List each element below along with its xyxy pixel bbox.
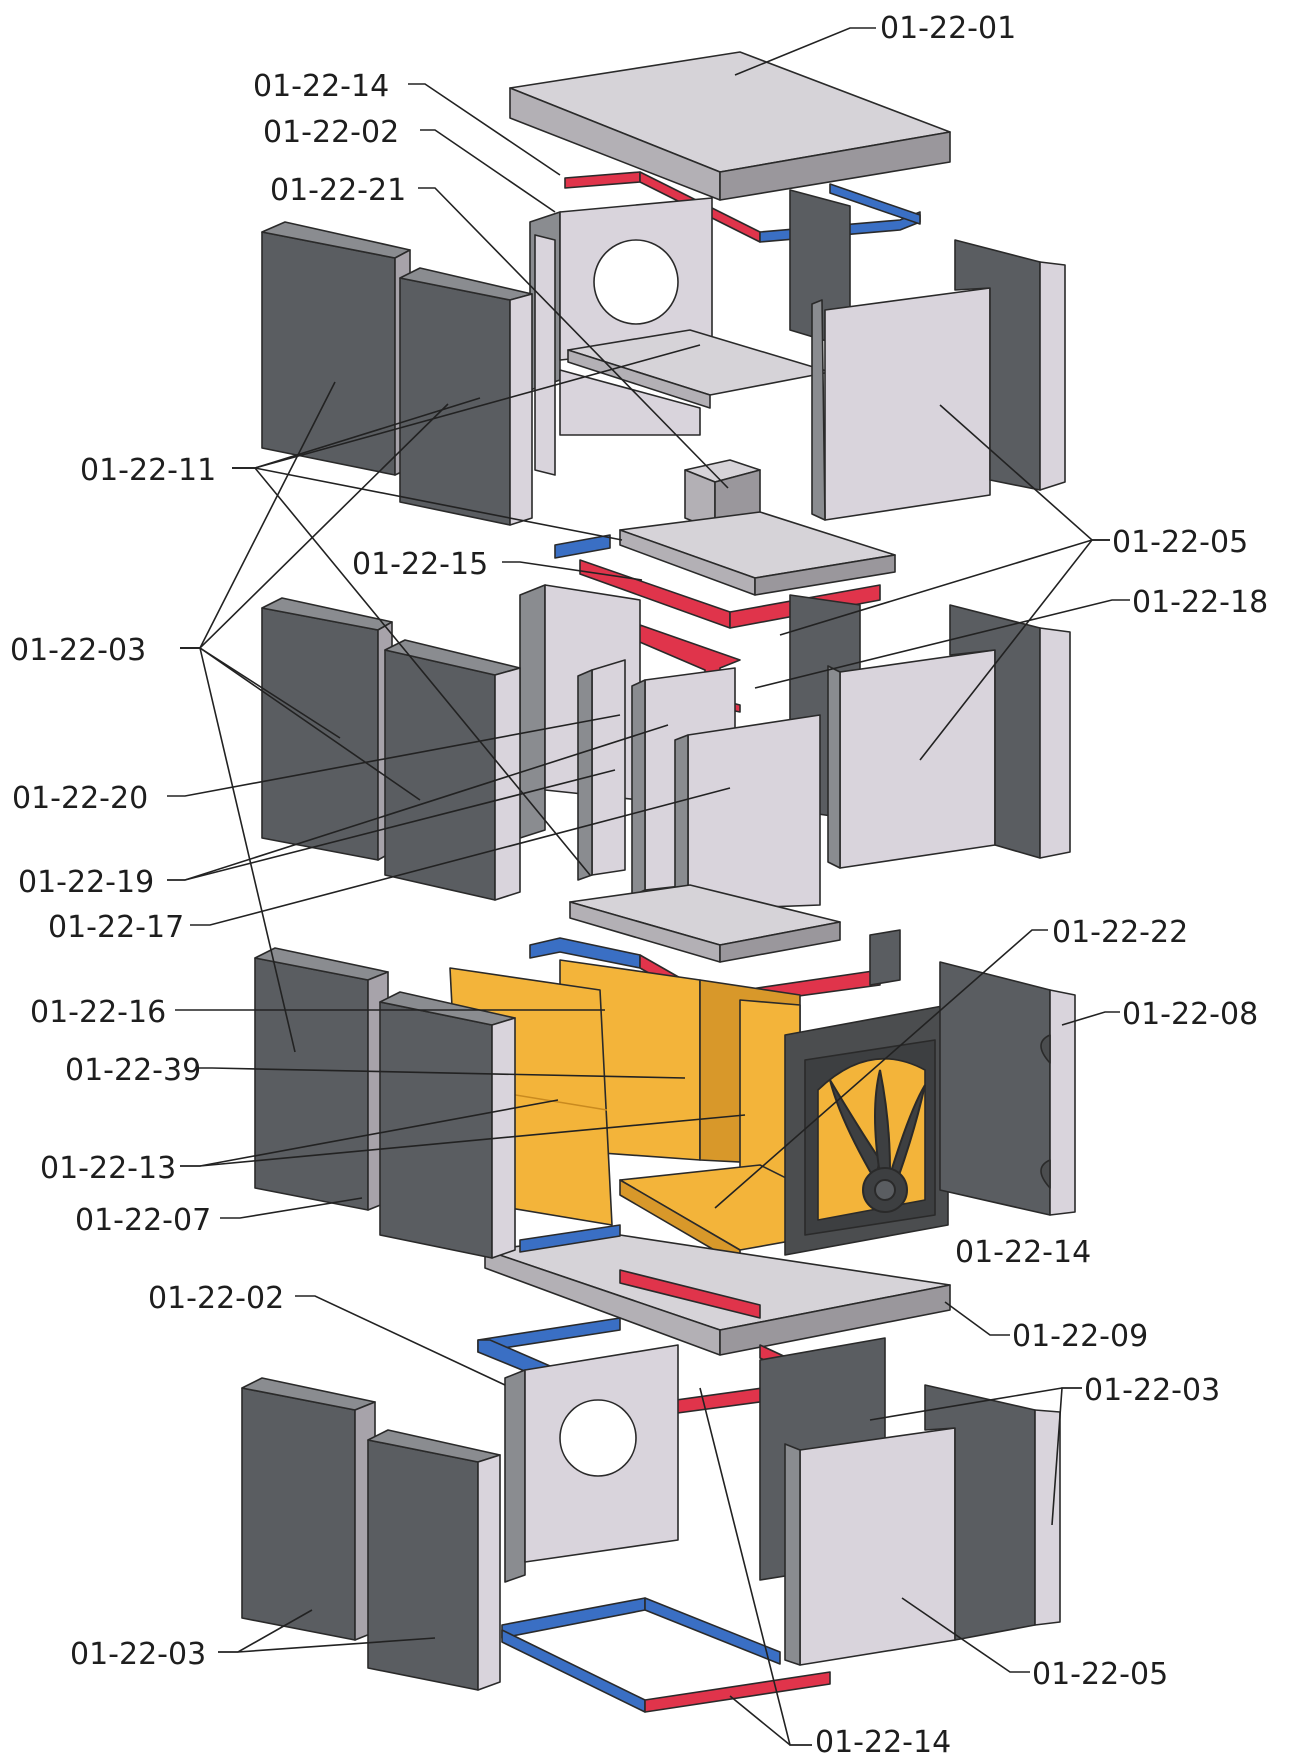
middle-inner-board-c [674, 714, 821, 916]
label-01-22-18: 01-22-18 [1132, 585, 1268, 620]
label-01-22-21: 01-22-21 [270, 173, 406, 208]
bottom-right-panel-back [924, 1384, 1061, 1641]
firebox-door [784, 1004, 961, 1256]
label-01-22-14-mid: 01-22-14 [955, 1235, 1091, 1270]
bottom-left-panel-a [241, 1377, 376, 1641]
label-01-22-03-right: 01-22-03 [1084, 1373, 1220, 1408]
middle-cover-slab [619, 511, 896, 596]
label-01-22-11: 01-22-11 [80, 453, 216, 488]
label-01-22-39: 01-22-39 [65, 1053, 201, 1088]
middle-left-panel-b [384, 639, 521, 901]
label-01-22-02-bottom: 01-22-02 [148, 1281, 284, 1316]
firebox-right-panel [939, 961, 1076, 1216]
bottom-left-panel-b [367, 1429, 501, 1691]
label-01-22-09: 01-22-09 [1012, 1319, 1148, 1354]
firebox-base-slab [484, 1224, 951, 1356]
label-01-22-14-top: 01-22-14 [253, 69, 389, 104]
label-01-22-20: 01-22-20 [12, 781, 148, 816]
label-01-22-17: 01-22-17 [48, 910, 184, 945]
label-01-22-08: 01-22-08 [1122, 997, 1258, 1032]
label-01-22-16: 01-22-16 [30, 995, 166, 1030]
label-01-22-01: 01-22-01 [880, 11, 1016, 46]
firebox-left-panel-a [254, 947, 389, 1211]
label-01-22-02-top: 01-22-02 [263, 115, 399, 150]
door-ornament [829, 1069, 926, 1213]
middle-right-panel-back [949, 604, 1071, 859]
upper-right-panel-front [811, 287, 991, 521]
bottom-lower-rails [501, 1597, 831, 1713]
label-01-22-05-top: 01-22-05 [1112, 525, 1248, 560]
bottom-chimney-panel [504, 1344, 679, 1583]
top-cover-slab [509, 51, 951, 201]
bottom-right-panel-front [784, 1427, 956, 1666]
part-labels: 01-22-01 01-22-14 01-22-02 01-22-21 01-2… [10, 11, 1268, 1757]
label-01-22-19: 01-22-19 [18, 865, 154, 900]
label-01-22-03-left: 01-22-03 [10, 633, 146, 668]
label-01-22-03-bottom: 01-22-03 [70, 1637, 206, 1672]
label-01-22-15: 01-22-15 [352, 547, 488, 582]
firebox-cover-slab [569, 884, 841, 963]
label-01-22-22: 01-22-22 [1052, 915, 1188, 950]
firebox-left-panel-b [379, 991, 516, 1259]
leader-lines [167, 27, 1130, 1746]
upper-left-panel-b [399, 267, 533, 526]
label-01-22-14-bottom: 01-22-14 [815, 1725, 951, 1757]
bottom-flue-hole [559, 1399, 637, 1477]
middle-left-panel-a [261, 597, 393, 861]
label-01-22-07: 01-22-07 [75, 1203, 211, 1238]
label-01-22-05-bottom: 01-22-05 [1032, 1657, 1168, 1692]
upper-left-frame [534, 234, 556, 476]
upper-left-panel-a [261, 221, 411, 476]
middle-inner-board-a [577, 659, 626, 881]
upper-right-panel-back [954, 239, 1066, 491]
flue-hole [593, 239, 679, 325]
middle-right-panel-front [827, 649, 996, 869]
upper-shelf-slab [559, 329, 831, 436]
label-01-22-13: 01-22-13 [40, 1151, 176, 1186]
